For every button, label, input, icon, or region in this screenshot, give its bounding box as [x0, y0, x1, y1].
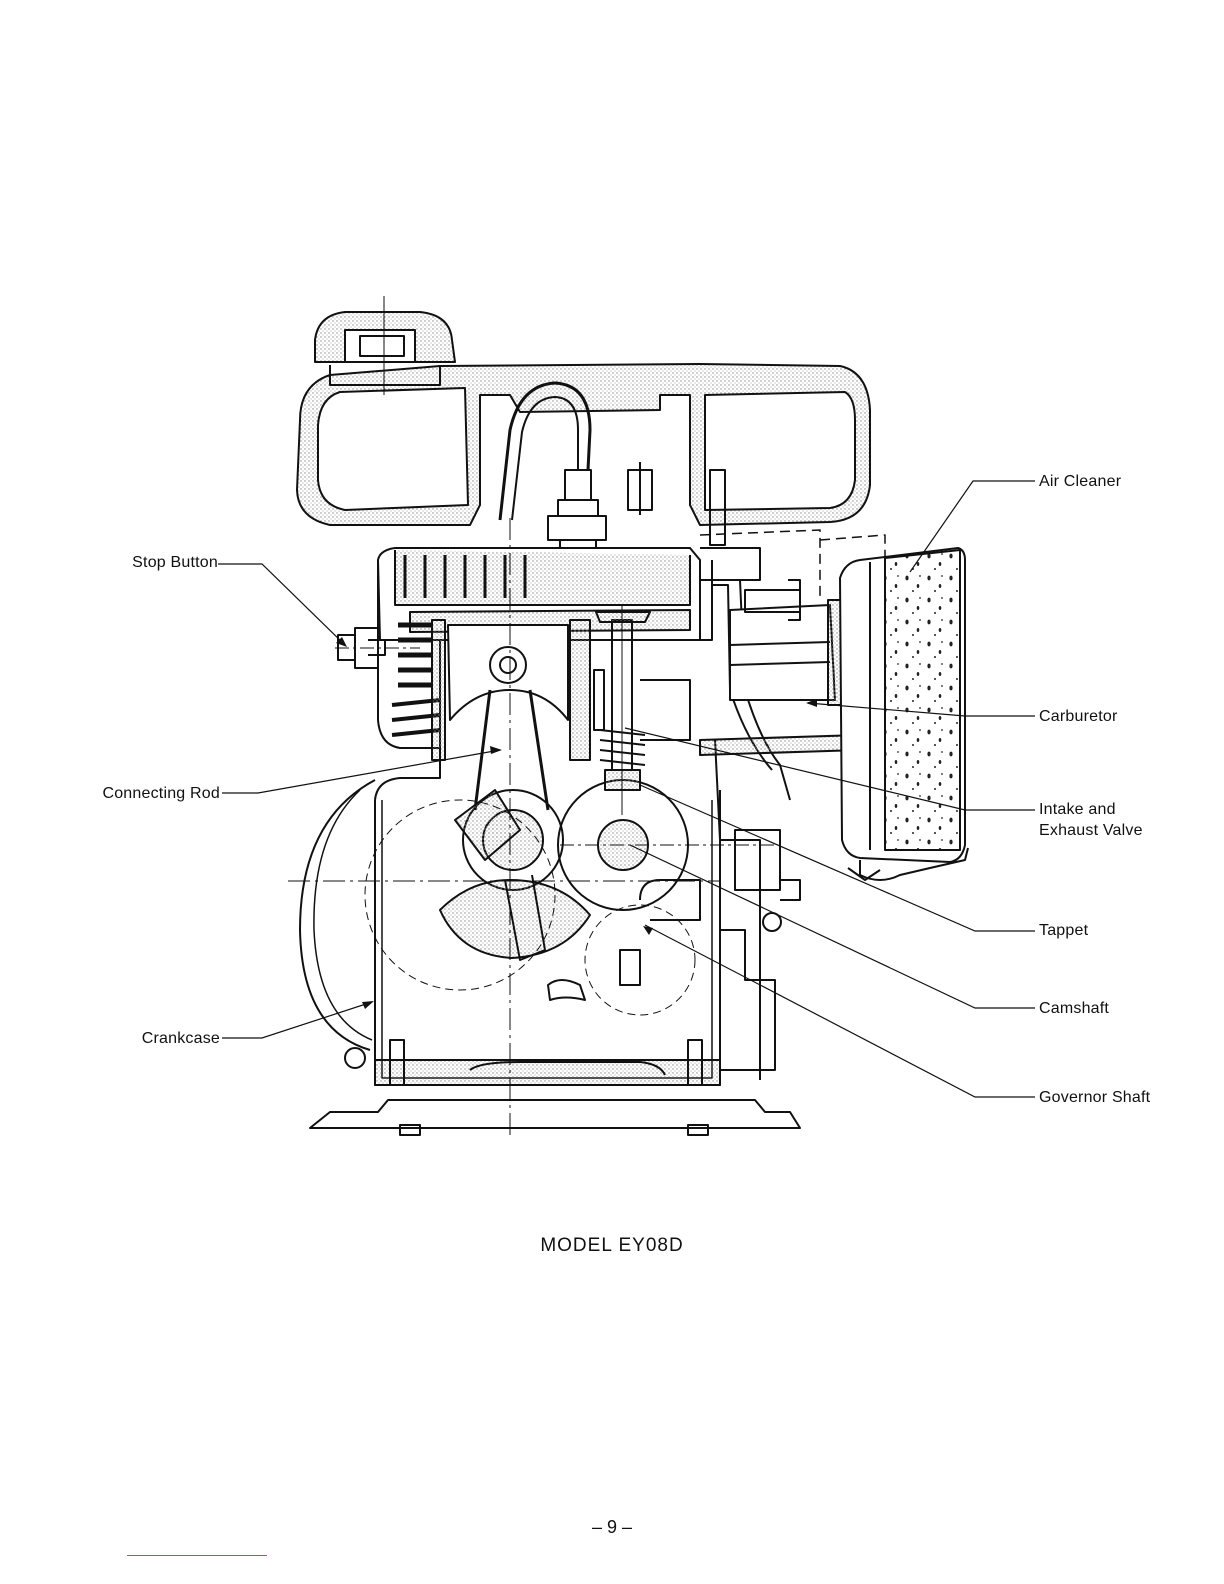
label-camshaft: Camshaft: [1039, 998, 1109, 1019]
piston: [448, 625, 568, 720]
footer-rule: [127, 1555, 267, 1556]
carburetor-body: [700, 580, 862, 755]
label-connecting-rod: Connecting Rod: [40, 783, 220, 804]
label-air-cleaner: Air Cleaner: [1039, 471, 1121, 492]
fuel-tank: [297, 312, 870, 525]
label-governor-shaft: Governor Shaft: [1039, 1087, 1150, 1108]
base-plate: [310, 1100, 800, 1135]
label-intake-exhaust-line2: Exhaust Valve: [1039, 820, 1143, 841]
label-carburetor: Carburetor: [1039, 706, 1117, 727]
page-number: – 9 –: [0, 1517, 1224, 1538]
label-crankcase: Crankcase: [70, 1028, 220, 1049]
label-intake-exhaust-line1: Intake and: [1039, 799, 1116, 820]
figure-caption: MODEL EY08D: [0, 1235, 1224, 1257]
label-stop-button: Stop Button: [70, 552, 218, 573]
label-tappet: Tappet: [1039, 920, 1088, 941]
